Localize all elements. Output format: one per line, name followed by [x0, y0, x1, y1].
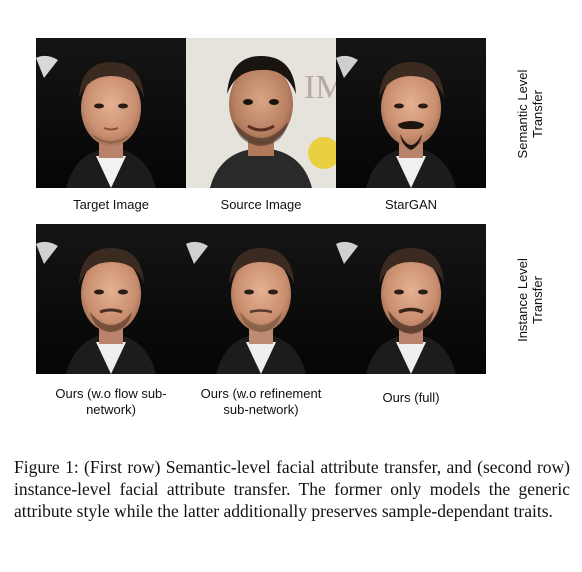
target-image	[36, 38, 186, 188]
caption-ours-full: Ours (full)	[382, 390, 440, 405]
row-label-instance-line1: Instance Level	[515, 258, 530, 342]
caption-ours-wo-flow-line1: Ours (w.o flow sub-	[55, 386, 167, 401]
ours-wo-flow-image	[36, 224, 186, 374]
caption-ours-wo-flow: Ours (w.o flow sub- network)	[26, 386, 196, 418]
stargan-image	[336, 38, 486, 188]
row-label-semantic-line2: Transfer	[530, 90, 545, 138]
ours-wo-refinement-image	[186, 224, 336, 374]
caption-source-image: Source Image	[220, 197, 302, 212]
caption-ours-wo-refinement-line2: sub-network)	[223, 402, 299, 417]
svg-text:IM: IM	[304, 69, 336, 106]
figure-caption: Figure 1: (First row) Semantic-level fac…	[14, 457, 570, 521]
caption-target-image: Target Image	[73, 197, 149, 212]
row-label-semantic-line1: Semantic Level	[515, 69, 530, 159]
caption-ours-wo-flow-line2: network)	[86, 402, 136, 417]
row-label-semantic: Semantic Level Transfer	[510, 39, 550, 189]
row-label-instance: Instance Level Transfer	[510, 225, 550, 375]
caption-stargan: StarGAN	[384, 197, 437, 212]
caption-ours-wo-refinement: Ours (w.o refinement sub-network)	[176, 386, 346, 418]
source-image: IM	[186, 38, 336, 188]
row-label-instance-line2: Transfer	[530, 276, 545, 324]
ours-full-image	[336, 224, 486, 374]
caption-ours-wo-refinement-line1: Ours (w.o refinement	[200, 386, 322, 401]
